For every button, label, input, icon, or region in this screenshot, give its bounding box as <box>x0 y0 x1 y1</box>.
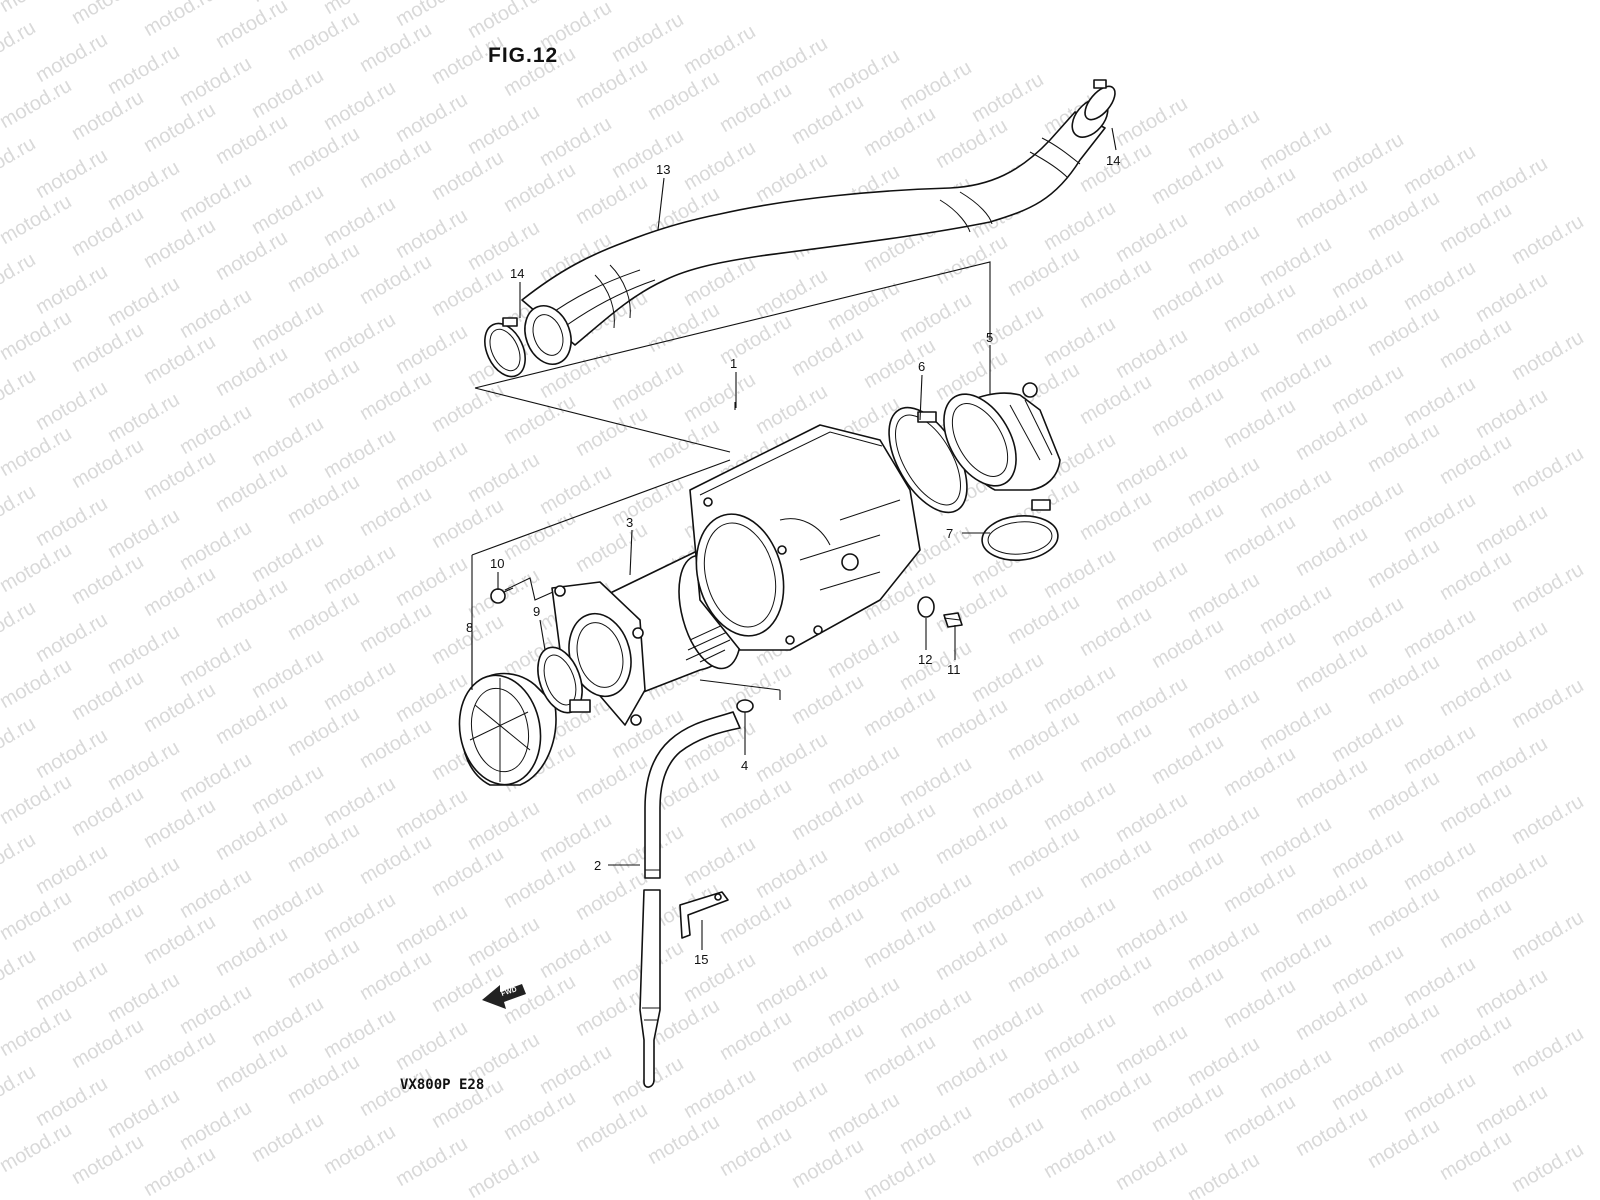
callout-8: 8 <box>466 620 473 635</box>
callout-1: 1 <box>730 356 737 371</box>
figure-title: FIG.12 <box>488 44 559 67</box>
air-cleaner-case-1[interactable] <box>683 424 921 651</box>
fwd-label: FWD <box>500 986 517 998</box>
outlet-boot-5[interactable] <box>929 382 1061 499</box>
bolt-11[interactable] <box>943 612 963 628</box>
grommet-12[interactable] <box>917 596 935 618</box>
callout-14-upper: 14 <box>1106 153 1120 168</box>
hose-clamp-14-lower[interactable] <box>477 317 533 383</box>
hose-holder-15[interactable] <box>679 891 729 939</box>
callout-11: 11 <box>947 662 961 677</box>
fwd-arrow-icon: FWD <box>482 984 526 1009</box>
callout-13: 13 <box>656 162 670 177</box>
callout-6: 6 <box>918 359 925 374</box>
drain-hose-2[interactable] <box>639 711 741 1088</box>
callout-9: 9 <box>533 604 540 619</box>
callout-2: 2 <box>594 858 601 873</box>
callout-14-lower: 14 <box>510 266 524 281</box>
callout-labels: 13 14 14 1 5 6 7 3 10 9 8 12 11 4 2 15 <box>466 153 1120 967</box>
hose-clamp-14-upper[interactable] <box>1079 79 1120 125</box>
callout-7: 7 <box>946 526 953 541</box>
intake-hose-13[interactable] <box>517 92 1115 371</box>
clip-4[interactable] <box>736 699 754 713</box>
callout-15: 15 <box>694 952 708 967</box>
screw-10[interactable] <box>490 587 514 604</box>
filter-flange-plate-9[interactable] <box>551 581 646 726</box>
callout-10: 10 <box>490 556 504 571</box>
leader-lines <box>471 127 1117 950</box>
callout-4: 4 <box>741 758 748 773</box>
intake-funnel-8[interactable] <box>451 641 591 791</box>
hose-clamp-7[interactable] <box>980 499 1060 563</box>
callout-5: 5 <box>986 330 993 345</box>
callout-3: 3 <box>626 515 633 530</box>
callout-12: 12 <box>918 652 932 667</box>
model-code: VX800P E28 <box>400 1077 485 1093</box>
